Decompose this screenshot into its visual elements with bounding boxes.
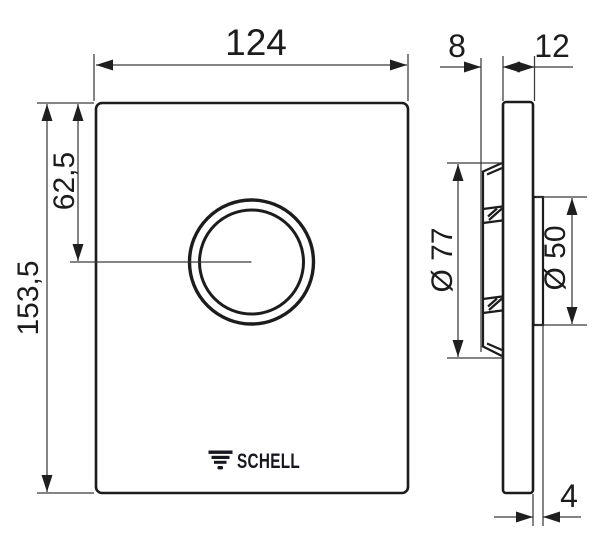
arrow-up-icon [72, 104, 84, 121]
arrow-up-icon [41, 104, 53, 121]
arrow-down-icon [41, 475, 53, 492]
dim-mount-depth: 8 [440, 28, 482, 352]
arrow-left-icon [503, 61, 520, 73]
side-plate-panel [501, 100, 535, 495]
arrow-down-icon [72, 244, 84, 261]
arrow-left-icon [96, 59, 113, 71]
dim-button-offset: 62,5 [48, 104, 84, 261]
dim-label-flange-diameter: Ø 77 [426, 227, 459, 292]
side-mount-mechanism [481, 161, 503, 357]
dim-label-button-protrusion: 4 [560, 478, 578, 514]
arrow-right-icon [390, 59, 407, 71]
arrow-down-icon [452, 340, 464, 357]
dim-label-mount-depth: 8 [448, 28, 466, 64]
schell-logo-text: SCHELL [237, 449, 300, 473]
dim-label-plate-thickness: 12 [534, 28, 570, 64]
dim-plate-height: 153,5 [12, 102, 94, 494]
schell-logo: SCHELL [208, 449, 300, 473]
dim-plate-thickness: 12 [502, 28, 573, 101]
dim-button-diameter: Ø 50 [535, 196, 587, 326]
dim-label-plate-height: 153,5 [12, 260, 45, 335]
dim-label-button-diameter: Ø 50 [539, 225, 572, 290]
front-view: SCHELL [70, 101, 410, 495]
front-plate-outline [94, 101, 410, 495]
arrow-up-icon [566, 198, 578, 215]
dim-label-plate-width: 124 [225, 22, 287, 63]
arrow-left-icon [543, 511, 560, 523]
dim-plate-width: 124 [93, 22, 409, 101]
dim-button-protrusion: 4 [494, 326, 581, 526]
schell-water-drop-icon [208, 450, 233, 470]
arrow-right-icon [464, 61, 481, 73]
dim-flange-diameter: Ø 77 [426, 162, 502, 359]
arrow-right-icon [516, 511, 533, 523]
arrow-up-icon [452, 164, 464, 181]
dim-label-button-offset: 62,5 [48, 152, 81, 210]
arrow-down-icon [566, 307, 578, 324]
side-view [481, 100, 545, 495]
arrow-right-icon [517, 61, 535, 73]
